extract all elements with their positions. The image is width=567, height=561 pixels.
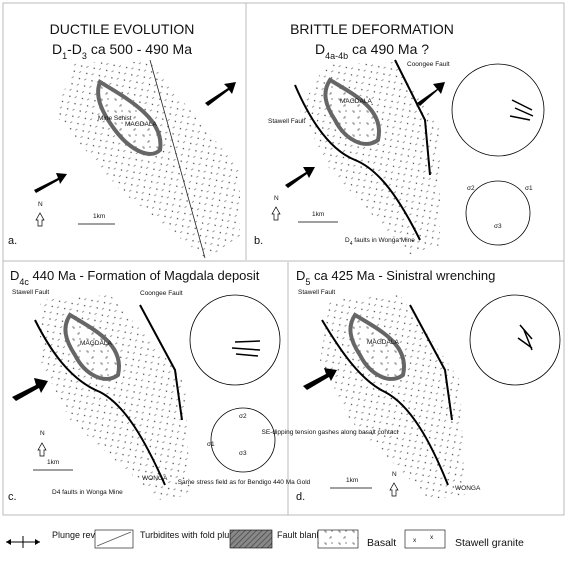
north-arrow: N	[35, 201, 45, 227]
panel-a-title: DUCTILE EVOLUTION	[50, 21, 195, 37]
scale-bar: 1km	[330, 477, 372, 489]
sigma2-label: σ2	[467, 185, 475, 192]
svg-text:N: N	[40, 430, 45, 437]
magdala-label: MAGDALA	[340, 98, 372, 105]
compression-arrow-west	[285, 167, 315, 188]
sigma2-label: σ2	[239, 413, 247, 420]
legend-fault-blank: Fault blank	[229, 529, 322, 549]
legend: Plunge reversal Turbidites with fold plu…	[6, 529, 524, 549]
magdala-label: MAGDALA	[367, 339, 399, 346]
stereonet-arrows	[517, 324, 533, 351]
turbidite-belt	[55, 62, 240, 258]
wonga-label: WONGA	[142, 475, 168, 482]
panel-b: BRITTLE DEFORMATION D4a-4b ca 490 Ma ? M…	[254, 21, 545, 255]
svg-text:1km: 1km	[312, 211, 324, 218]
magdala-label: MAGDALA	[125, 121, 157, 128]
svg-text:N: N	[38, 201, 43, 208]
sigma3-label: σ3	[239, 450, 247, 457]
magdala-basalt	[63, 312, 122, 381]
wonga-label: WONGA	[455, 485, 481, 492]
magdala-basalt	[96, 79, 163, 156]
tension-gashes-label: SE-dipping tension gashes along basalt c…	[262, 429, 399, 436]
panel-b-letter: b.	[254, 235, 263, 247]
legend-plunge-reversal: Plunge reversal	[6, 530, 115, 548]
svg-text:Plunge reversal: Plunge reversal	[52, 530, 115, 540]
turbidite-belt	[300, 62, 440, 255]
stawell-fault-line	[321, 319, 449, 486]
stereonet-b-lower	[465, 180, 531, 246]
stereonet-c-lower	[210, 407, 276, 473]
magdala-basalt	[348, 312, 407, 381]
stress-note: Same stress field as for Bendigo 440 Ma …	[178, 479, 311, 486]
stereonet-arrows	[231, 340, 261, 357]
panel-d-letter: d.	[296, 491, 305, 503]
panel-b-age: D4a-4b ca 490 Ma ?	[315, 41, 429, 61]
svg-text:N: N	[274, 195, 279, 202]
panel-a: DUCTILE EVOLUTION D1-D3 ca 500 - 490 Ma …	[8, 21, 240, 259]
mine-schist-label: Mine Schist	[98, 115, 132, 122]
wonga-faults-label: D4 faults in Wonga Mine	[52, 489, 123, 496]
sigma1-label: σ1	[207, 441, 215, 448]
turbidite-belt	[40, 295, 190, 500]
svg-text:1km: 1km	[47, 459, 59, 466]
stawell-fault-line	[294, 84, 421, 241]
panel-d: D5 ca 425 Ma - Sinistral wrenching MAGDA…	[262, 268, 561, 503]
wonga-faults-label: D4 faults in Wonga Mine	[345, 237, 415, 247]
coongee-fault-line	[394, 59, 431, 176]
magdala-basalt	[323, 77, 382, 146]
compression-arrow-west	[303, 368, 337, 390]
sigma1-label: σ1	[525, 185, 533, 192]
panel-a-letter: a.	[8, 235, 17, 247]
compression-arrow-west	[34, 173, 67, 193]
scale-bar: 1km	[78, 213, 115, 225]
panel-c-letter: c.	[8, 491, 17, 503]
sigma3-label: σ3	[494, 223, 502, 230]
scale-bar: 1km	[298, 211, 338, 223]
stereonet-b-upper	[451, 63, 545, 157]
legend-turbidites: Turbidites with fold plunge	[94, 529, 244, 549]
coongee-fault-line	[139, 304, 183, 421]
north-arrow: N	[37, 430, 47, 457]
svg-text:x: x	[430, 534, 434, 541]
compression-arrow-east	[205, 82, 236, 106]
svg-text:1km: 1km	[346, 477, 358, 484]
panel-d-title: D5 ca 425 Ma - Sinistral wrenching	[296, 268, 495, 287]
compression-arrow-east	[417, 82, 445, 106]
stereonet-arrows	[509, 99, 534, 121]
svg-text:Fault blank: Fault blank	[277, 530, 322, 540]
svg-text:Basalt: Basalt	[367, 537, 396, 549]
figure-frame	[2, 2, 565, 516]
panel-c-title: D4c 440 Ma - Formation of Magdala deposi…	[10, 268, 260, 287]
svg-text:N: N	[392, 471, 397, 478]
svg-text:Turbidites with fold plunge: Turbidites with fold plunge	[140, 530, 244, 540]
scale-bar: 1km	[33, 459, 73, 471]
coongee-fault-label: Coongee Fault	[140, 290, 183, 297]
svg-text:1km: 1km	[93, 213, 105, 220]
svg-text:Stawell granite: Stawell granite	[455, 537, 524, 549]
svg-text:x: x	[413, 537, 417, 544]
coongee-fault-label: Coongee Fault	[407, 61, 450, 68]
panel-c: D4c 440 Ma - Formation of Magdala deposi…	[8, 268, 311, 503]
panel-a-age: D1-D3 ca 500 - 490 Ma	[52, 41, 192, 61]
stawell-fault-label: Stawell Fault	[298, 289, 335, 296]
magdala-label: MAGDALA	[80, 340, 112, 347]
compression-arrow-west	[12, 378, 48, 401]
stereonet-d-upper	[469, 294, 561, 386]
legend-basalt: Basalt	[317, 529, 396, 549]
fault-trace	[149, 59, 206, 259]
north-arrow: N	[271, 195, 281, 221]
legend-stawell-granite: x x Stawell granite	[404, 529, 524, 549]
stawell-fault-label: Stawell Fault	[12, 289, 49, 296]
north-arrow: N	[389, 471, 399, 497]
coongee-fault-line	[409, 304, 453, 421]
stereonet-c-upper	[189, 294, 281, 386]
stawell-fault-line	[34, 319, 166, 486]
stawell-fault-label: Stawell Fault	[268, 118, 305, 125]
panel-b-title: BRITTLE DEFORMATION	[290, 21, 454, 37]
